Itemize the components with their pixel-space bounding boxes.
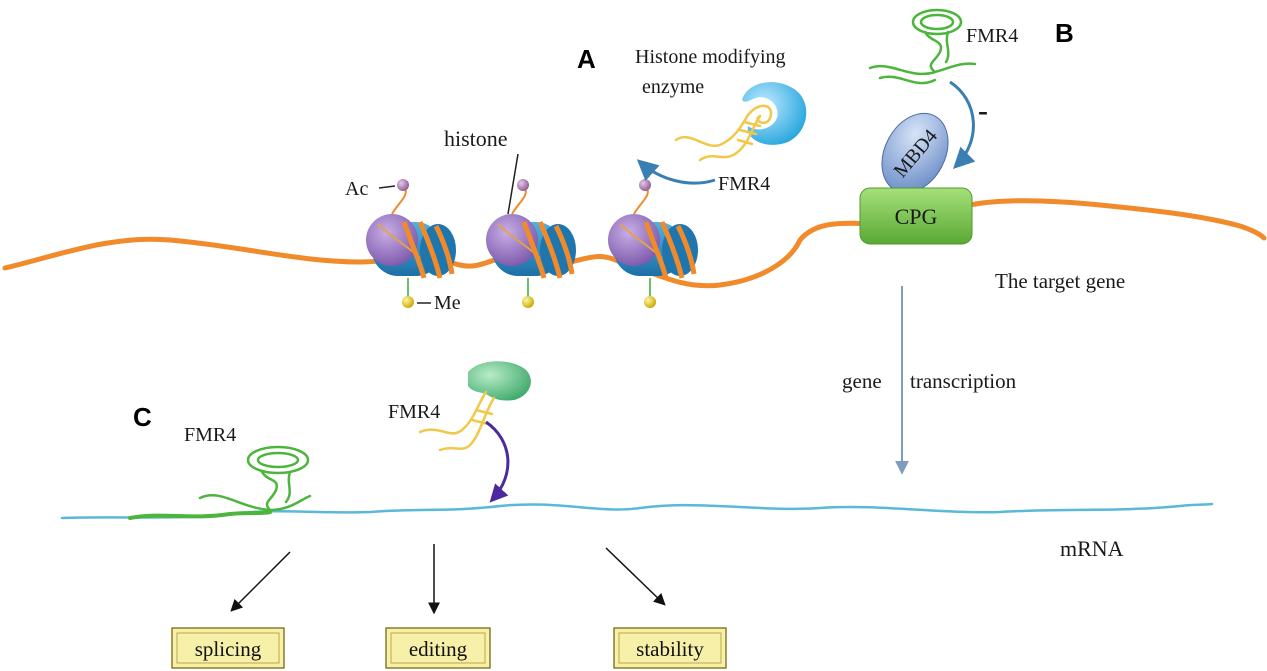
mrna-editing-enzyme bbox=[468, 361, 531, 401]
methyl-label: Me bbox=[434, 292, 461, 314]
acetyl-dash bbox=[378, 185, 396, 189]
target-gene-label: The target gene bbox=[995, 269, 1125, 293]
outcome-stability: stability bbox=[613, 627, 727, 669]
arrow-to-splicing bbox=[230, 551, 291, 612]
histone-pointer bbox=[507, 153, 519, 215]
fmr4-rna-yellow-c bbox=[418, 390, 496, 452]
nucleosome-1 bbox=[366, 179, 456, 308]
mrna-strand bbox=[60, 502, 1214, 520]
fmr4-label-a: FMR4 bbox=[718, 173, 770, 195]
outcome-editing: editing bbox=[385, 627, 491, 669]
panel-label-c: C bbox=[133, 402, 152, 432]
inhibition-arrow-b bbox=[949, 80, 976, 169]
cpg-label: CPG bbox=[895, 204, 938, 229]
acetyl-label: Ac bbox=[345, 178, 368, 200]
dna-strand bbox=[2, 198, 1267, 289]
transcription-label-left: gene bbox=[842, 369, 882, 393]
fmr4-rna-green-c bbox=[128, 445, 312, 520]
panel-label-a: A bbox=[577, 44, 596, 74]
curved-arrow-a bbox=[636, 159, 716, 185]
svg-text:splicing: splicing bbox=[195, 637, 262, 661]
mrna-label: mRNA bbox=[1060, 536, 1124, 561]
enzyme-label-line2: enzyme bbox=[642, 76, 704, 98]
panel-label-b: B bbox=[1055, 18, 1074, 48]
histone-enzyme-shape bbox=[742, 82, 807, 145]
nucleosome-3 bbox=[608, 179, 698, 308]
fmr4-rna-yellow-a bbox=[674, 104, 773, 162]
curved-arrow-c bbox=[485, 420, 510, 503]
fmr4-label-c2: FMR4 bbox=[388, 401, 440, 423]
svg-text:editing: editing bbox=[409, 637, 468, 661]
minus-sign: - bbox=[978, 94, 988, 127]
transcription-label-right: transcription bbox=[910, 369, 1017, 393]
fmr4-label-c1: FMR4 bbox=[184, 424, 236, 446]
enzyme-label-line1: Histone modifying bbox=[635, 46, 786, 68]
histone-label: histone bbox=[444, 126, 508, 151]
outcome-splicing: splicing bbox=[171, 627, 285, 669]
fmr4-label-b: FMR4 bbox=[966, 25, 1018, 47]
cpg-box bbox=[859, 187, 973, 245]
svg-text:stability: stability bbox=[636, 637, 704, 661]
nucleosome-2 bbox=[486, 179, 576, 308]
fmr4-rna-green-b bbox=[868, 8, 977, 85]
arrow-to-stability bbox=[605, 547, 666, 606]
